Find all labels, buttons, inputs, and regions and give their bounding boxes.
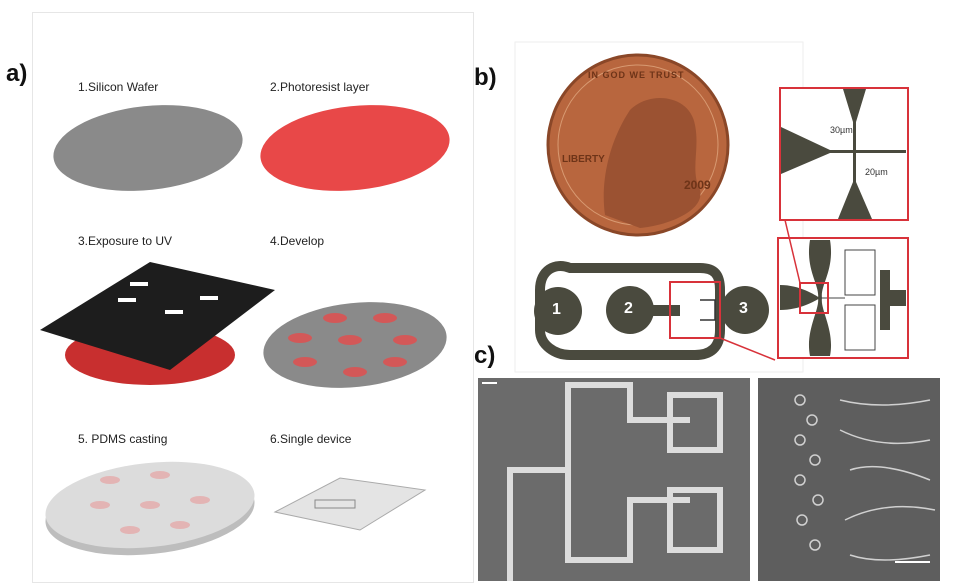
dimension-20um: 20µm bbox=[865, 167, 888, 177]
silicon-wafer bbox=[53, 105, 243, 191]
mask-openings bbox=[118, 282, 218, 314]
photoresist-wafer bbox=[260, 105, 450, 191]
inlet-2-label: 2 bbox=[624, 300, 633, 317]
micrograph-right bbox=[758, 378, 940, 581]
inlet-1 bbox=[534, 287, 582, 335]
inlet-2 bbox=[606, 286, 654, 334]
coin-motto: IN GOD WE TRUST bbox=[588, 70, 685, 80]
step-1-label: 1.Silicon Wafer bbox=[78, 80, 159, 94]
pdms-features bbox=[90, 471, 210, 534]
droplet-pattern bbox=[794, 394, 936, 561]
coin-year: 2009 bbox=[684, 178, 711, 192]
inlet-1-label: 1 bbox=[552, 301, 561, 318]
coin-liberty: LIBERTY bbox=[562, 154, 605, 165]
lincoln-profile bbox=[603, 98, 701, 228]
panel-a-label: a) bbox=[6, 60, 28, 87]
dimension-30um: 30µm bbox=[830, 125, 853, 135]
panel-c-label: c) bbox=[474, 342, 496, 369]
step-3-label: 3.Exposure to UV bbox=[78, 234, 173, 248]
uv-mask bbox=[40, 262, 275, 370]
developed-wafer bbox=[263, 302, 447, 388]
junction-closeup-box bbox=[779, 87, 909, 221]
single-device bbox=[273, 477, 427, 531]
step-4-label: 4.Develop bbox=[270, 234, 325, 248]
junction-highlight bbox=[669, 281, 721, 339]
outlet-3 bbox=[721, 286, 769, 334]
outlet-3-label: 3 bbox=[739, 300, 748, 317]
step-2-label: 2.Photoresist layer bbox=[270, 80, 370, 94]
step-6-label: 6.Single device bbox=[270, 432, 352, 446]
micrograph-channels bbox=[507, 382, 723, 581]
step-5-label: 5. PDMS casting bbox=[78, 432, 168, 446]
panel-b-label: b) bbox=[474, 64, 497, 91]
developed-features bbox=[288, 313, 417, 377]
